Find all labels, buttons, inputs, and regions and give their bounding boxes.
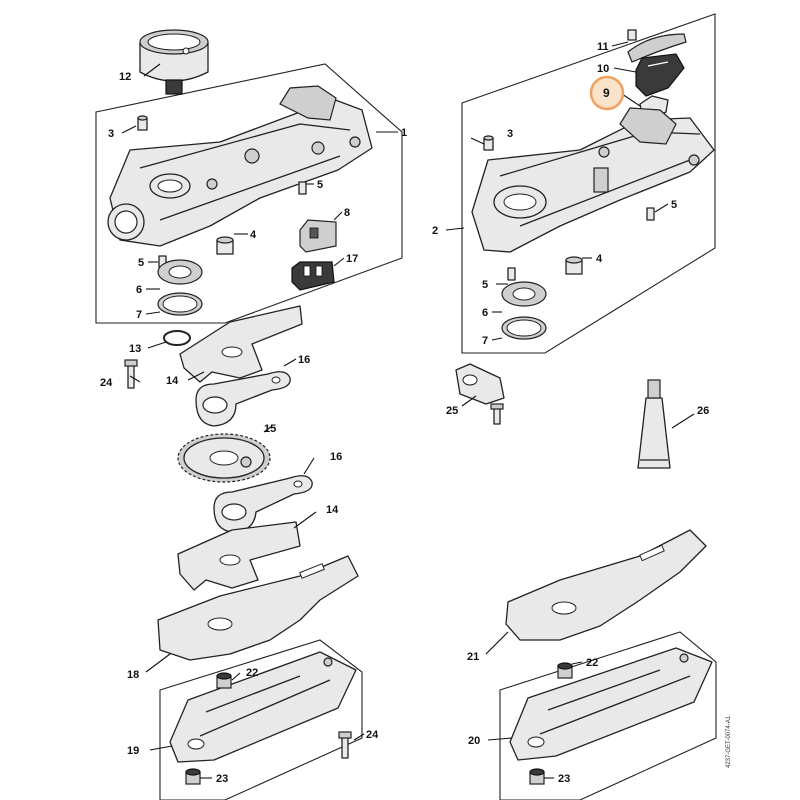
assembly-frame-19 <box>159 639 363 800</box>
part-25-mount-bracket <box>455 363 505 425</box>
callout-9-highlighted: 9 <box>603 86 610 100</box>
callout-23-right: 23 <box>558 773 570 785</box>
part-7-ring-right <box>501 316 547 340</box>
callout-26: 26 <box>697 405 709 417</box>
callout-22-right: 22 <box>586 657 598 669</box>
callout-24-left-lower: 24 <box>366 729 379 741</box>
part-10-damper <box>635 53 685 97</box>
callout-4-right: 4 <box>596 253 603 265</box>
callout-16-upper: 16 <box>298 354 310 366</box>
callout-22-left: 22 <box>246 667 258 679</box>
part-13-circlip <box>163 330 191 346</box>
part-23-plug-right <box>529 768 545 785</box>
part-20-base-plate <box>509 647 713 761</box>
callout-25: 25 <box>446 405 458 417</box>
callout-18: 18 <box>127 669 139 681</box>
callout-20: 20 <box>468 735 480 747</box>
part-14-plate-upper <box>179 305 303 383</box>
callout-5-left-lower: 5 <box>138 257 144 269</box>
callout-17: 17 <box>346 253 358 265</box>
part-17-clip <box>291 261 335 291</box>
part-5-pin-left-upper <box>298 181 307 195</box>
callout-7-right: 7 <box>482 335 488 347</box>
part-18-gasket <box>157 555 359 661</box>
part-26-grease-tube <box>637 379 671 469</box>
part-8-block <box>299 219 337 253</box>
part-7-ring-left <box>157 292 203 316</box>
callout-5-right-lower: 5 <box>482 279 488 291</box>
part-3-pin-left <box>137 115 148 131</box>
part-23-plug-left <box>185 768 201 785</box>
callout-16-lower: 16 <box>330 451 342 463</box>
part-5-pin-right-lower <box>507 267 516 281</box>
part-12-clutch-drum <box>139 29 209 95</box>
callout-10: 10 <box>597 63 609 75</box>
callout-1: 1 <box>401 127 407 139</box>
leader-lines <box>121 41 695 779</box>
part-14-plate-lower <box>177 521 301 591</box>
callout-6-left: 6 <box>136 284 142 296</box>
part-22-bushing-left <box>216 672 232 689</box>
callout-23-left: 23 <box>216 773 228 785</box>
assembly-frame-1 <box>95 63 403 324</box>
callout-6-right: 6 <box>482 307 488 319</box>
callout-24-left-upper: 24 <box>100 377 113 389</box>
drawing-code: 4237-GET-0074-A1 <box>726 715 732 768</box>
callout-21: 21 <box>467 651 479 663</box>
highlight-ring-part-9 <box>589 75 625 111</box>
part-21-gasket <box>505 529 707 641</box>
callout-7-left: 7 <box>136 309 142 321</box>
callout-3-right: 3 <box>507 128 513 140</box>
callout-14-lower: 14 <box>326 504 339 516</box>
part-4-bushing-left <box>216 236 234 255</box>
part-22-bushing-right <box>557 662 573 679</box>
part-6-bearing-right <box>501 281 547 307</box>
callout-14-upper: 14 <box>166 375 179 387</box>
part-19-base-plate <box>169 651 357 763</box>
callout-5-left-upper: 5 <box>317 179 323 191</box>
callout-11: 11 <box>597 41 609 53</box>
part-4-bushing-right <box>565 256 583 275</box>
callout-19: 19 <box>127 745 139 757</box>
callout-5-right-upper: 5 <box>671 199 677 211</box>
callout-2: 2 <box>432 225 438 237</box>
part-24-screw-left-lower <box>338 731 352 759</box>
part-16-rod-upper <box>195 371 291 427</box>
assembly-frame-20 <box>499 631 717 800</box>
part-11-cover-cap <box>627 29 687 63</box>
part-24-screw-left-upper <box>124 359 138 389</box>
callout-8: 8 <box>344 207 350 219</box>
part-3-pin-right <box>483 135 494 151</box>
part-15-gear <box>177 433 271 483</box>
part-6-bearing-left <box>157 259 203 285</box>
callout-3-left: 3 <box>108 128 114 140</box>
callout-12: 12 <box>119 71 131 83</box>
assembly-frame-2 <box>461 13 716 354</box>
callout-15: 15 <box>264 423 276 435</box>
callout-labels: 12 1 3 5 4 8 17 5 6 7 13 24 14 16 15 16 … <box>100 41 709 785</box>
part-16-rod-lower <box>213 475 313 533</box>
callout-13: 13 <box>129 343 141 355</box>
part-2-gear-housing <box>471 107 715 253</box>
part-1-gear-housing <box>107 85 373 247</box>
part-5-pin-right-upper <box>646 207 655 221</box>
callout-4-left: 4 <box>250 229 257 241</box>
